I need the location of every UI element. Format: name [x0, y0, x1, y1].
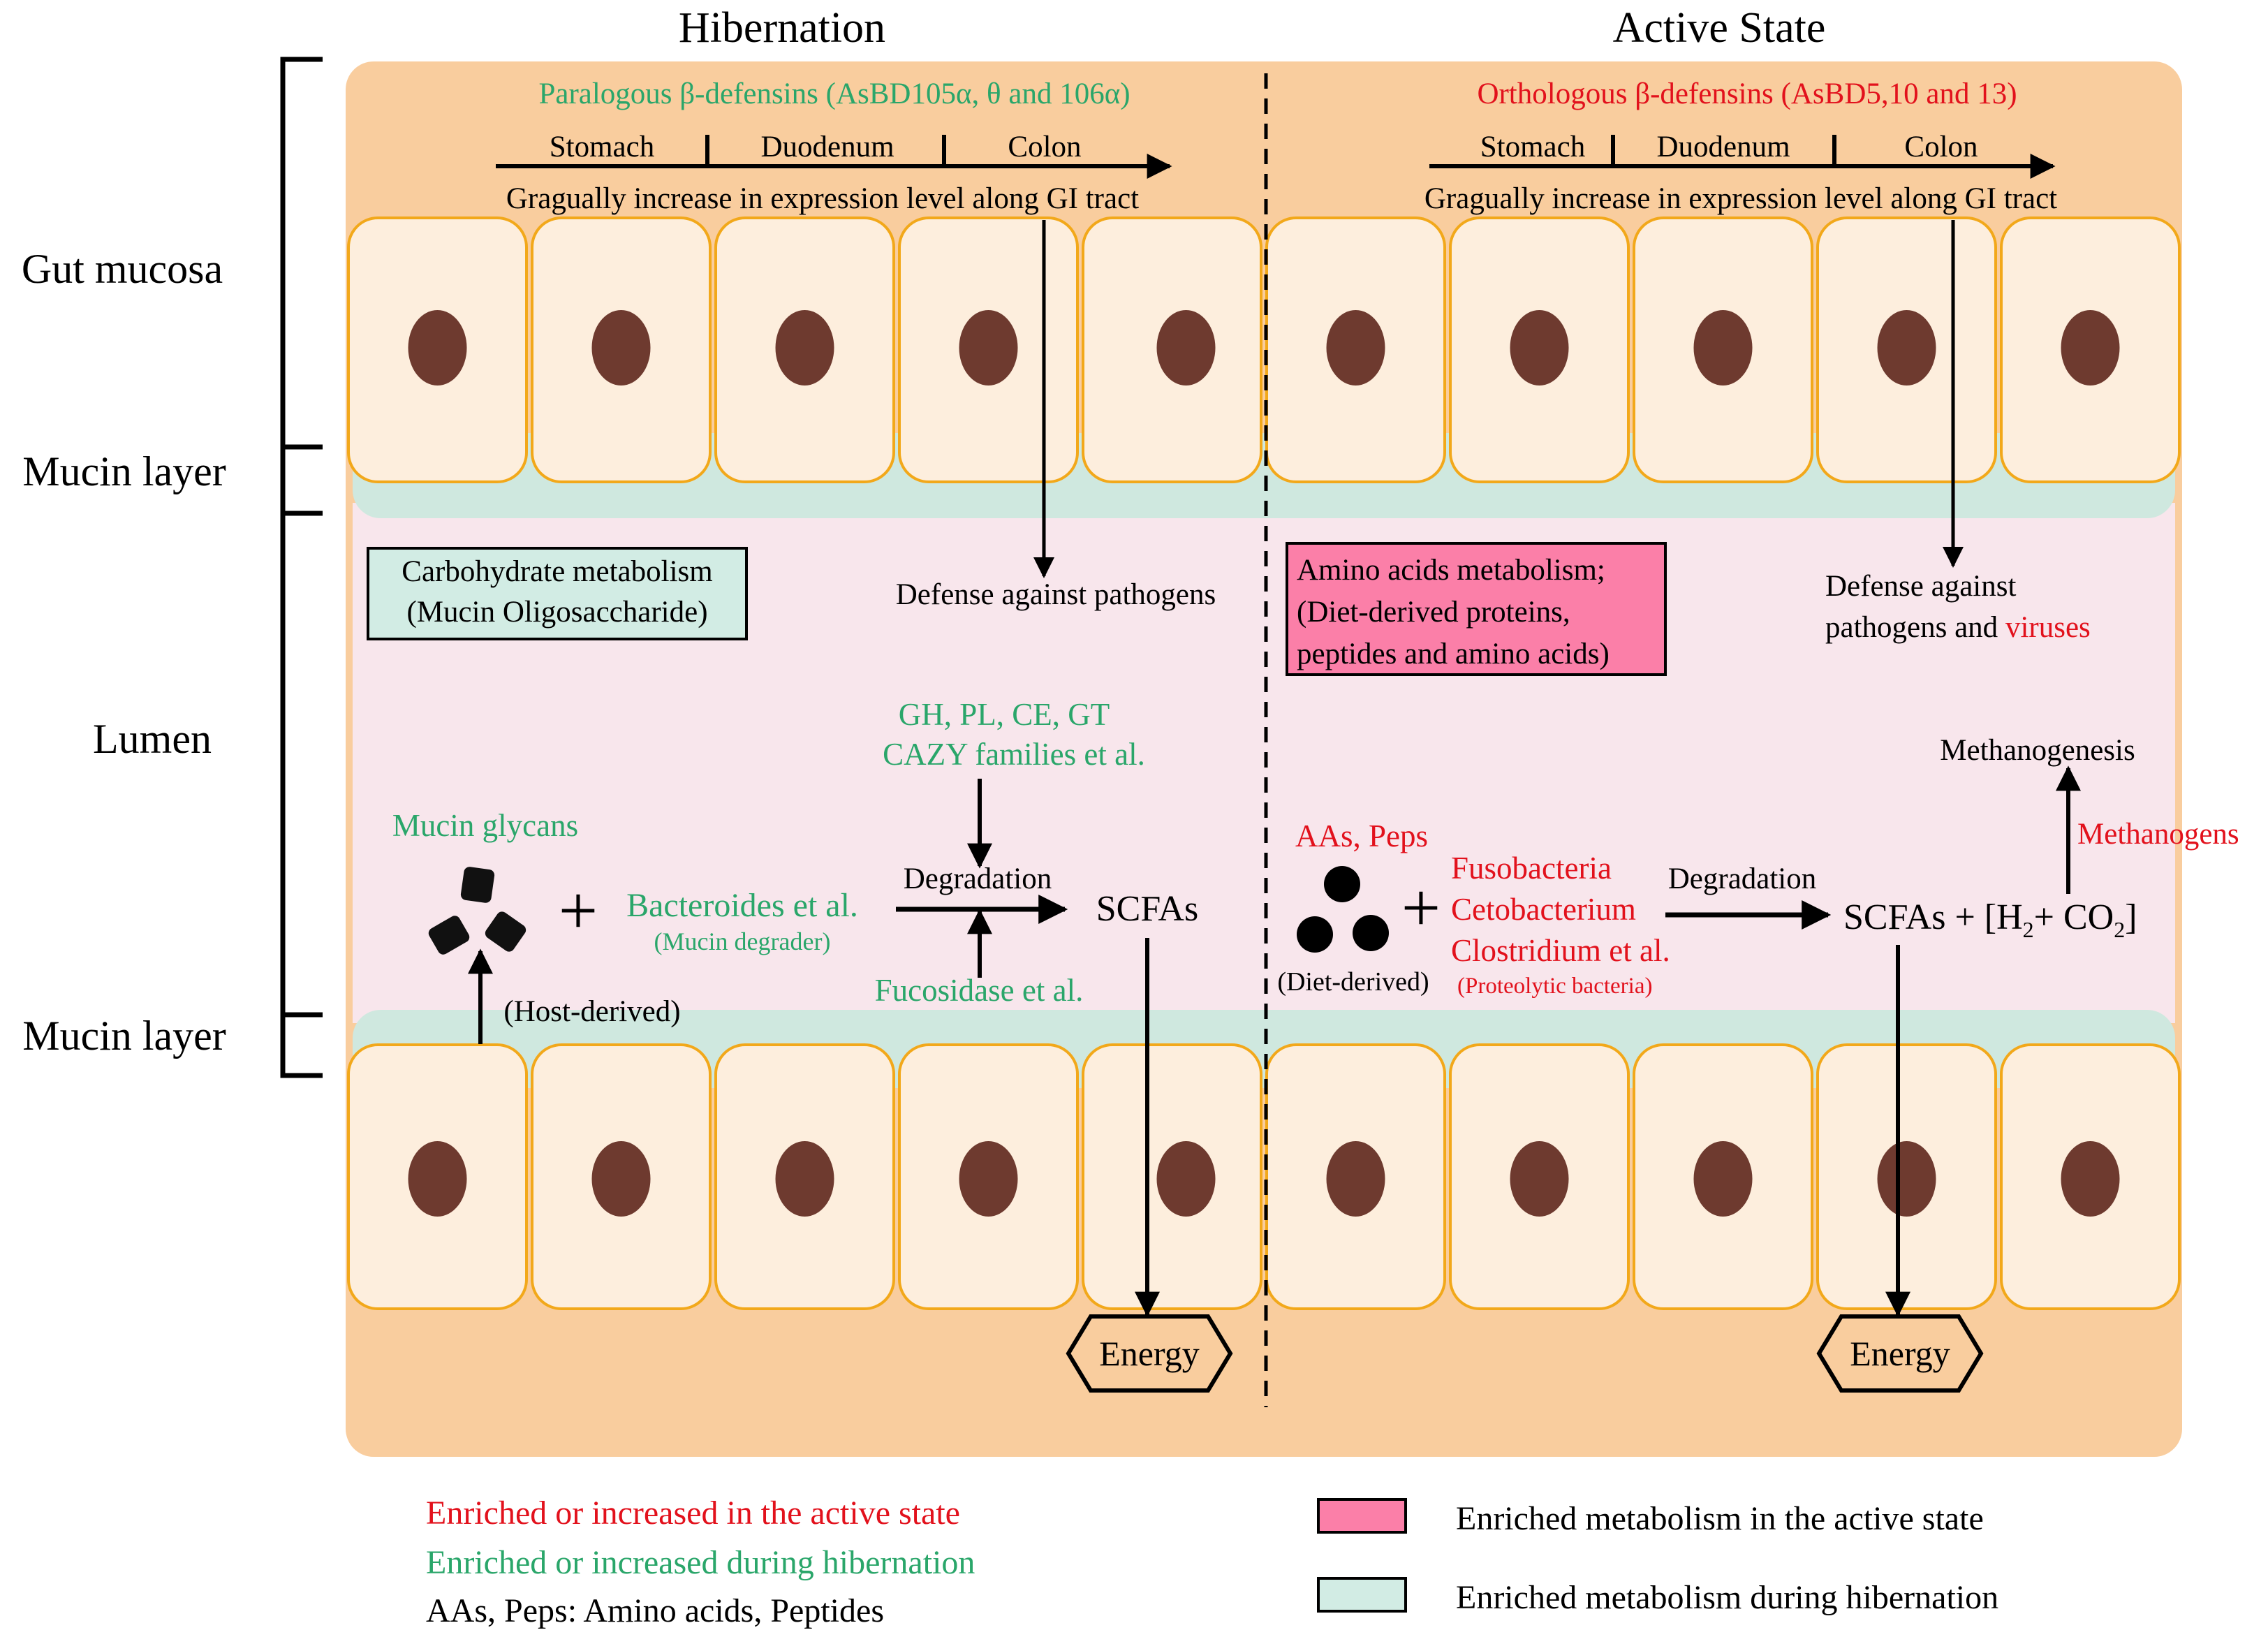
energy-hexagon-hib [1066, 1314, 1233, 1393]
mucin-degrader-label: (Mucin degrader) [654, 927, 831, 955]
gi-note-act: Gragually increase in expression level a… [1424, 182, 2057, 215]
cell-nucleus [1156, 310, 1216, 386]
cell-nucleus [1693, 310, 1753, 386]
scfas-products-act: SCFAs + [H2+ CO2] [1843, 897, 2137, 942]
proteolytic-bacteria-label: (Proteolytic bacteria) [1457, 974, 1652, 999]
legend-pink-label: Enriched metabolism in the active state [1456, 1500, 1984, 1537]
gi-stomach-act: Stomach [1480, 131, 1585, 163]
co2-subscript: 2 [2114, 917, 2125, 942]
energy-label-act: Energy [1850, 1334, 1950, 1373]
cell-nucleus [1877, 1141, 1936, 1217]
epithelial-cells-top [347, 216, 2181, 483]
cell-nucleus [1693, 1141, 1753, 1217]
cell-nucleus [1156, 1141, 1216, 1217]
legend-green-note: Enriched or increased during hibernation [426, 1544, 975, 1581]
gi-stomach-hib: Stomach [550, 131, 654, 163]
bracket-close: ] [2125, 897, 2137, 937]
cell-nucleus [2061, 310, 2120, 386]
cell-nucleus [775, 1141, 834, 1217]
diet-derived-label: (Diet-derived) [1277, 967, 1429, 997]
cell-nucleus [591, 1141, 651, 1217]
mucin-glycan-icon [428, 867, 526, 955]
amino-acid-metabolism-box [1286, 542, 1667, 676]
defense-text-act-2: pathogens and viruses [1825, 611, 2091, 644]
hibernation-header: Hibernation [679, 4, 885, 52]
mucin-layer-top-label: Mucin layer [22, 448, 226, 494]
cell-nucleus [408, 310, 467, 386]
epithelial-cells-bottom [347, 1043, 2181, 1310]
enzymes-line1: GH, PL, CE, GT [899, 697, 1110, 732]
mucin-layer-bottom-label: Mucin layer [22, 1013, 226, 1059]
gi-duodenum-act: Duodenum [1656, 131, 1790, 163]
amino-acid-metabolism-line2: (Diet-derived proteins, [1297, 596, 1570, 629]
active-state-header: Active State [1613, 4, 1826, 52]
legend-abbr-note: AAs, Peps: Amino acids, Peptides [426, 1592, 884, 1629]
degradation-label-act: Degradation [1668, 862, 1817, 895]
gi-note-hib: Gragually increase in expression level a… [506, 182, 1139, 215]
plus-hib: + [559, 872, 598, 949]
gi-colon-hib: Colon [1008, 131, 1081, 163]
carbohydrate-metabolism-line1: Carbohydrate metabolism [402, 555, 712, 588]
methanogenesis-label: Methanogenesis [1940, 734, 2135, 767]
carbohydrate-metabolism-box [367, 547, 748, 640]
cell-nucleus [775, 310, 834, 386]
scfas-hib: SCFAs [1096, 889, 1198, 929]
amino-acid-dots-icon [1297, 866, 1389, 953]
cell-nucleus [1510, 1141, 1569, 1217]
cell-nucleus [1326, 1141, 1385, 1217]
defense-text-act-1: Defense against [1825, 570, 2016, 603]
energy-label-hib: Energy [1099, 1334, 1199, 1373]
gi-duodenum-hib: Duodenum [760, 131, 894, 163]
cell-nucleus [1877, 310, 1936, 386]
fusobacteria-label: Fusobacteria [1451, 851, 1612, 886]
cell-nucleus [591, 310, 651, 386]
aas-peps-label: AAs, Peps [1295, 818, 1428, 853]
fucosidase-label: Fucosidase et al. [875, 973, 1084, 1008]
gi-colon-act: Colon [1904, 131, 1978, 163]
orthologous-defensins: Orthologous β-defensins (AsBD5,10 and 13… [1477, 78, 2017, 110]
methanogens-label: Methanogens [2077, 818, 2239, 851]
mucin-glycans-label: Mucin glycans [392, 808, 578, 843]
amino-acid-metabolism-line3: peptides and amino acids) [1297, 638, 1610, 670]
cell-nucleus [408, 1141, 467, 1217]
legend-pink-swatch [1317, 1498, 1407, 1534]
defense-text-hib: Defense against pathogens [896, 578, 1216, 611]
host-derived-label: (Host-derived) [503, 995, 680, 1028]
defense-pathogens: pathogens and [1825, 611, 2005, 644]
cell-nucleus [1326, 310, 1385, 386]
scfas-h-text: SCFAs + [H [1843, 897, 2023, 937]
energy-hexagon-act [1816, 1314, 1984, 1393]
legend-teal-label: Enriched metabolism during hibernation [1456, 1579, 1998, 1616]
legend-red-note: Enriched or increased in the active stat… [426, 1495, 960, 1532]
h2-subscript: 2 [2023, 917, 2034, 942]
paralogous-defensins: Paralogous β-defensins (AsBD105α, θ and … [538, 78, 1130, 110]
cell-nucleus [2061, 1141, 2120, 1217]
carbohydrate-metabolism-line2: (Mucin Oligosaccharide) [406, 596, 707, 629]
plus-act: + [1401, 869, 1441, 946]
enzymes-line2: CAZY families et al. [883, 737, 1145, 772]
cetobacterium-label: Cetobacterium [1451, 892, 1636, 927]
layer-bracket [280, 57, 323, 1078]
clostridium-label: Clostridium et al. [1451, 933, 1670, 968]
defense-viruses: viruses [2005, 611, 2091, 644]
bacteroides-label: Bacteroides et al. [626, 887, 858, 924]
legend-teal-swatch [1317, 1577, 1407, 1613]
cell-nucleus [1510, 310, 1569, 386]
cell-nucleus [959, 310, 1018, 386]
amino-acid-metabolism-line1: Amino acids metabolism; [1297, 554, 1605, 587]
co2-text: + CO [2034, 897, 2114, 937]
cell-nucleus [959, 1141, 1018, 1217]
lumen-label: Lumen [93, 716, 212, 762]
degradation-label-hib: Degradation [904, 862, 1052, 895]
gut-mucosa-label: Gut mucosa [22, 246, 223, 292]
